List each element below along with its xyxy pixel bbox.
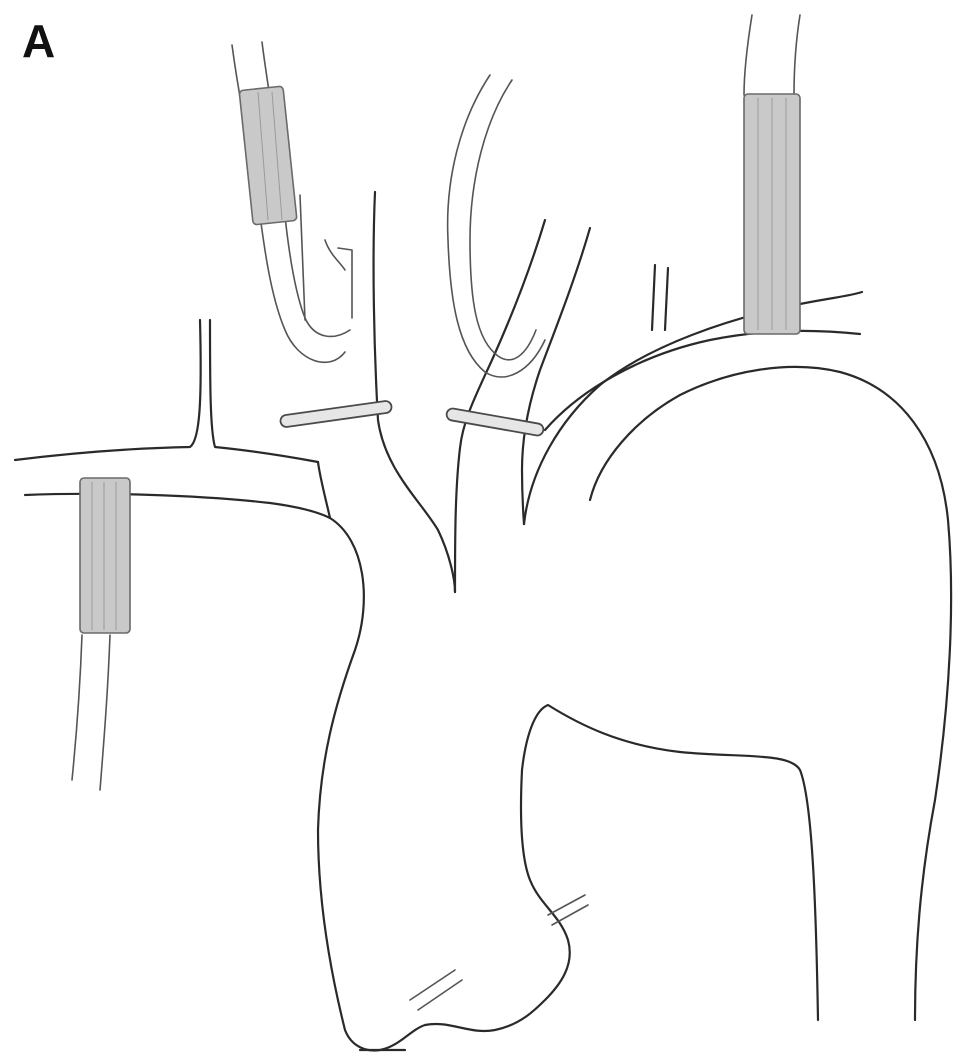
arch-small-branch bbox=[652, 265, 668, 330]
graft-top-left bbox=[239, 86, 297, 225]
cannula-center-inner bbox=[470, 80, 536, 360]
arch-inner bbox=[590, 367, 951, 1020]
subclavian-lower-wall bbox=[25, 494, 330, 518]
brachiocephalic-wall-right bbox=[455, 220, 545, 592]
subclavian-upper-wall-2 bbox=[210, 320, 318, 462]
tie-left bbox=[280, 400, 393, 427]
suture-bottom bbox=[410, 970, 462, 1010]
heart-outline bbox=[318, 518, 818, 1050]
brachiocephalic-wall-left bbox=[374, 192, 455, 592]
graft-left bbox=[80, 478, 130, 633]
cannula-right-tube bbox=[744, 15, 800, 95]
arch-outer bbox=[524, 292, 862, 524]
trunk-left-wall bbox=[318, 462, 330, 518]
cannula-center-outer bbox=[448, 75, 545, 377]
carotid-wall-right bbox=[522, 228, 590, 524]
subclavian-upper-wall bbox=[15, 320, 201, 460]
tie-center bbox=[446, 408, 545, 437]
carotid-stub bbox=[300, 195, 352, 320]
cannula-left-tube bbox=[72, 635, 110, 790]
suture-right bbox=[548, 895, 588, 925]
arch-second-line bbox=[545, 331, 860, 430]
